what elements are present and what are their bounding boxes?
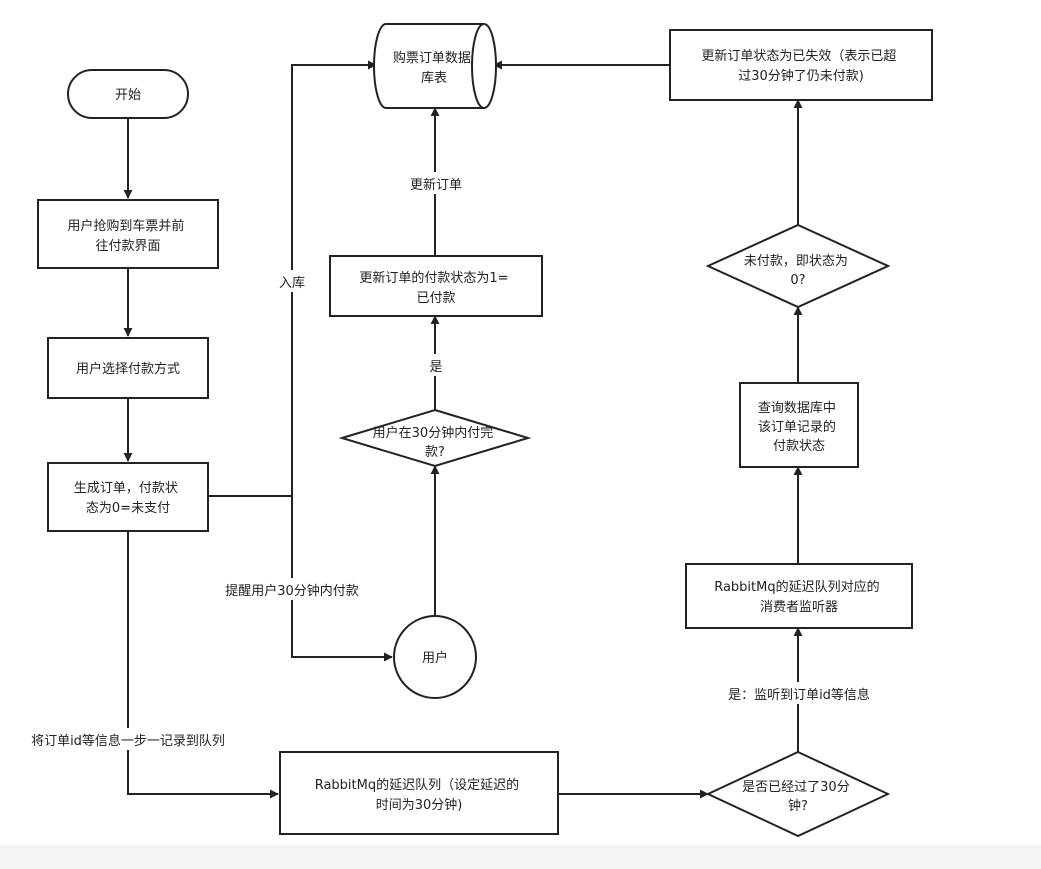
query-status-node	[739, 382, 859, 468]
edge-gen-to-user	[291, 496, 393, 662]
edge-label-update-order: 更新订单	[410, 177, 462, 193]
start-node-label: 开始	[115, 88, 141, 103]
update-expired-node-label: 更新订单状态为已失效（表示已超 过30分钟了仍未付款)	[701, 48, 900, 84]
generate-order-node	[47, 462, 209, 532]
paid-within-30min-decision	[338, 408, 532, 468]
delay-queue-node	[279, 751, 559, 835]
pay-method-node-label: 用户选择付款方式	[76, 361, 180, 377]
edge-label-store: 入库	[279, 275, 305, 291]
bottom-band	[0, 845, 1041, 869]
generate-order-node-label: 生成订单，付款状 态为0=未支付	[74, 481, 182, 516]
edge-label-remind: 提醒用户30分钟内付款	[225, 583, 359, 599]
update-paid-node	[329, 255, 543, 317]
query-status-node-label: 查询数据库中 该订单记录的 付款状态	[758, 400, 840, 454]
delay-queue-node-label: RabbitMq的延迟队列（设定延迟的 时间为30分钟)	[315, 777, 524, 813]
consumer-listener-node-label: RabbitMq的延迟队列对应的 消费者监听器	[714, 579, 884, 615]
pay-method-node	[47, 337, 209, 399]
unpaid-status-decision	[705, 223, 891, 309]
update-expired-node	[669, 29, 933, 101]
nodes: 开始 用户抢购到车票并前 往付款界面 用户选择付款方式 生成订单，付款状 态为0…	[37, 23, 933, 838]
database-node	[373, 23, 497, 109]
passed-30min-decision-label: 是否已经过了30分 钟?	[742, 780, 854, 814]
start-node	[67, 69, 189, 119]
user-node	[393, 615, 477, 699]
edge-label-listen: 是：监听到订单id等信息	[728, 687, 870, 703]
edges	[123, 60, 803, 799]
buy-ticket-node	[37, 199, 219, 269]
edge-labels: 入库 更新订单 是 提醒用户30分钟内付款 将订单id等信息一步一记录到队列 是…	[8, 172, 892, 750]
edge-label-yes: 是	[429, 360, 442, 375]
buy-ticket-node-label: 用户抢购到车票并前 往付款界面	[67, 218, 188, 254]
edge-label-record: 将订单id等信息一步一记录到队列	[31, 733, 225, 749]
passed-30min-decision	[705, 750, 891, 838]
edge-gen-to-queue	[127, 531, 279, 799]
unpaid-status-decision-label: 未付款，即状态为 0?	[744, 254, 852, 288]
update-paid-node-label: 更新订单的付款状态为1= 已付款	[359, 270, 512, 306]
user-node-label: 用户	[422, 650, 448, 666]
paid-within-30min-decision-label: 用户在30分钟内付完 款?	[373, 425, 498, 460]
consumer-listener-node	[685, 563, 913, 629]
database-node-label: 购票订单数据 库表	[393, 50, 475, 86]
